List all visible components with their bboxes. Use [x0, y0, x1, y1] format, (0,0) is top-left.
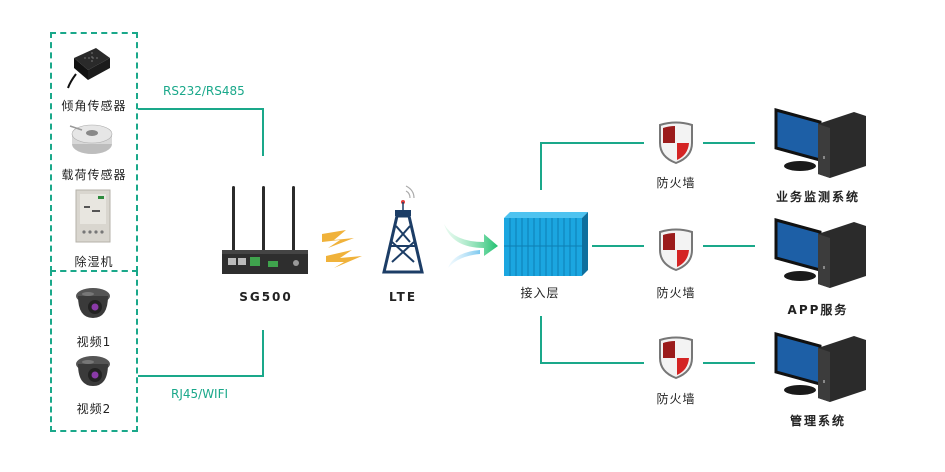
system-label-management: 管理系统: [789, 414, 846, 428]
connector-branch-middle: [592, 245, 644, 247]
firewall-label-top: 防火墙: [656, 176, 696, 190]
computer-icon: [774, 218, 868, 288]
firewall-shield-icon: [656, 336, 696, 380]
connector-branch-top: [540, 142, 644, 144]
server-rack-icon: [500, 212, 590, 278]
flow-arrow-icon: [440, 220, 500, 270]
connector-firewall-system-middle: [703, 245, 755, 247]
device-label-video-2: 视频2: [76, 402, 112, 416]
connector-serial: [262, 108, 264, 156]
connector-firewall-system-top: [703, 142, 755, 144]
load-sensor-icon: [68, 120, 116, 162]
system-label-app: APP服务: [787, 303, 849, 317]
camera-icon: [74, 354, 112, 390]
firewall-label-middle: 防火墙: [656, 286, 696, 300]
firewall-shield-icon: [656, 228, 696, 272]
cell-tower-icon: [376, 182, 430, 274]
camera-icon: [74, 286, 112, 322]
wireless-signal-icon: [320, 226, 364, 270]
link-label-serial: RS232/RS485: [163, 84, 245, 98]
device-label-video-1: 视频1: [76, 335, 112, 349]
firewall-shield-icon: [656, 121, 696, 165]
connector-network: [138, 375, 264, 377]
connector-firewall-system-bottom: [703, 362, 755, 364]
router-icon: [222, 186, 308, 276]
video-group-box: [50, 270, 138, 432]
firewall-label-bottom: 防火墙: [656, 392, 696, 406]
connector-branch-bottom: [540, 316, 542, 364]
gateway-label: SG500: [239, 290, 293, 304]
connector-branch-top: [540, 142, 542, 190]
computer-icon: [774, 332, 868, 402]
link-label-network: RJ45/WIFI: [171, 387, 229, 401]
connector-network: [262, 330, 264, 377]
device-label-tilt-sensor: 倾角传感器: [61, 99, 127, 113]
device-label-dehumidifier: 除湿机: [74, 255, 114, 269]
access-layer-label: 接入层: [520, 286, 560, 300]
connector-serial: [138, 108, 264, 110]
tilt-sensor-icon: [66, 40, 116, 90]
computer-icon: [774, 108, 868, 178]
device-label-load-sensor: 载荷传感器: [61, 168, 127, 182]
tower-label: LTE: [388, 290, 418, 304]
dehumidifier-icon: [74, 188, 112, 244]
connector-branch-bottom: [540, 362, 644, 364]
system-label-monitoring: 业务监测系统: [775, 190, 860, 204]
